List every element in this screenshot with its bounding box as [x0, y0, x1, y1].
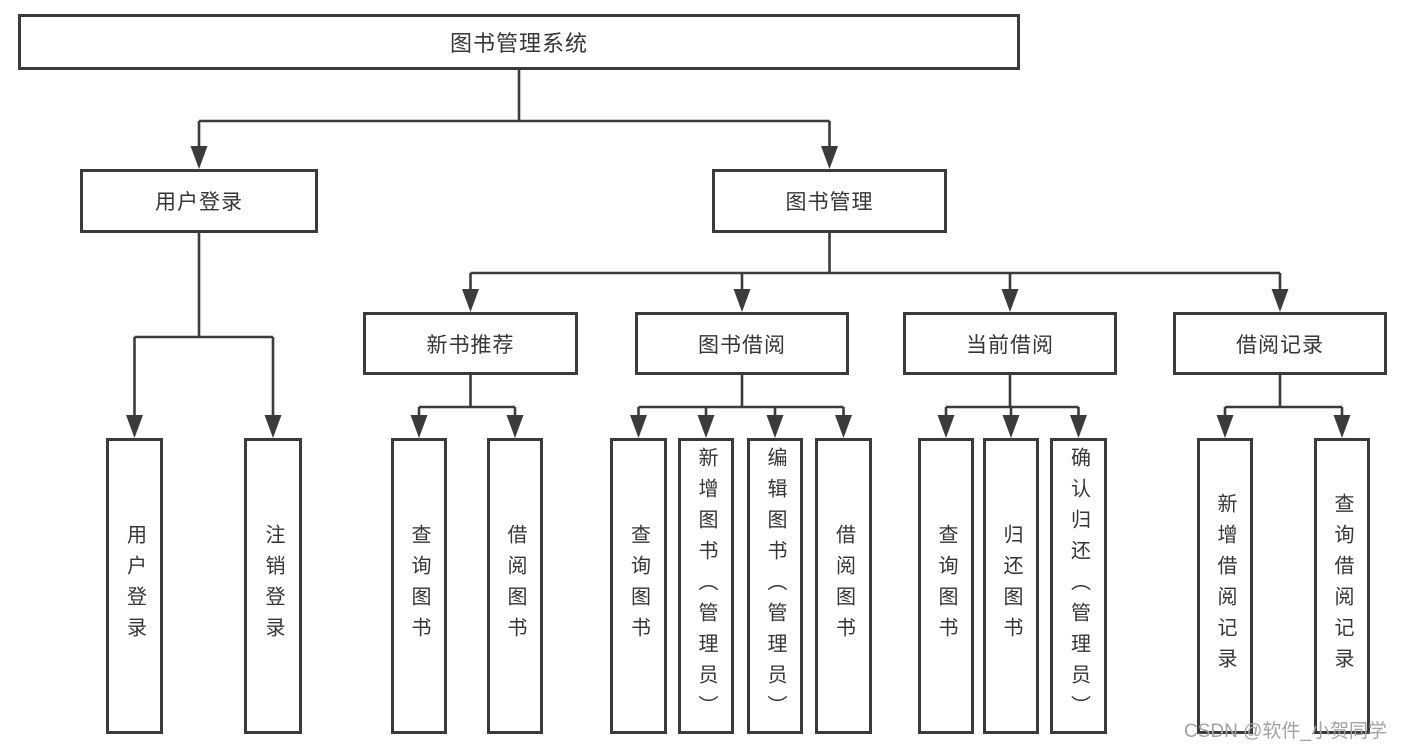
node-borrow-records-label: 借阅记录 — [1236, 333, 1324, 357]
node-root: 图书管理系统 — [18, 14, 1020, 70]
leaf-current-confirm-admin-label: 确认归还（管理员） — [1067, 446, 1090, 726]
node-new-book-recommend: 新书推荐 — [363, 312, 578, 375]
leaf-borrow-edit-admin: 编辑图书（管理员） — [747, 438, 803, 734]
node-root-label: 图书管理系统 — [449, 31, 588, 56]
leaf-newbooks-query: 查询图书 — [391, 438, 447, 734]
leaf-current-query: 查询图书 — [918, 438, 974, 734]
leaf-borrow-borrow-label: 借阅图书 — [832, 524, 855, 648]
leaf-borrow-borrow: 借阅图书 — [815, 438, 872, 734]
leaf-borrow-add-admin: 新增图书（管理员） — [678, 438, 734, 734]
node-current-borrow-label: 当前借阅 — [966, 333, 1054, 357]
leaf-newbooks-borrow: 借阅图书 — [487, 438, 543, 734]
leaf-borrow-add-admin-label: 新增图书（管理员） — [695, 446, 717, 726]
node-borrow-records: 借阅记录 — [1173, 312, 1387, 375]
leaf-records-query: 查询借阅记录 — [1314, 438, 1370, 734]
node-new-book-recommend-label: 新书推荐 — [426, 333, 515, 357]
leaf-user-login: 用户登录 — [106, 438, 163, 734]
leaf-current-confirm-admin: 确认归还（管理员） — [1050, 438, 1107, 734]
leaf-user-login-label: 用户登录 — [123, 524, 146, 648]
leaf-logout-label: 注销登录 — [262, 524, 284, 648]
node-book-borrow-label: 图书借阅 — [698, 333, 786, 357]
node-book-management: 图书管理 — [712, 169, 947, 233]
leaf-newbooks-query-label: 查询图书 — [408, 524, 430, 648]
leaf-records-query-label: 查询借阅记录 — [1331, 493, 1353, 679]
leaf-current-query-label: 查询图书 — [935, 524, 957, 648]
leaf-borrow-edit-admin-label: 编辑图书（管理员） — [764, 446, 786, 726]
node-book-management-label: 图书管理 — [785, 191, 874, 214]
leaf-newbooks-borrow-label: 借阅图书 — [504, 524, 526, 648]
node-current-borrow: 当前借阅 — [903, 312, 1117, 375]
leaf-logout: 注销登录 — [244, 438, 302, 734]
arrowheads — [126, 146, 1351, 438]
leaf-borrow-query: 查询图书 — [610, 438, 667, 734]
leaf-current-return-label: 归还图书 — [1000, 524, 1022, 648]
leaf-current-return: 归还图书 — [983, 438, 1039, 734]
node-book-borrow: 图书借阅 — [635, 312, 849, 375]
leaf-records-add-label: 新增借阅记录 — [1214, 493, 1236, 679]
leaf-records-add: 新增借阅记录 — [1197, 438, 1253, 734]
leaf-borrow-query-label: 查询图书 — [627, 524, 650, 648]
node-user-login: 用户登录 — [80, 169, 318, 233]
node-user-login-label: 用户登录 — [155, 191, 243, 214]
watermark: CSDN @软件_小贺同学 — [1184, 721, 1387, 742]
